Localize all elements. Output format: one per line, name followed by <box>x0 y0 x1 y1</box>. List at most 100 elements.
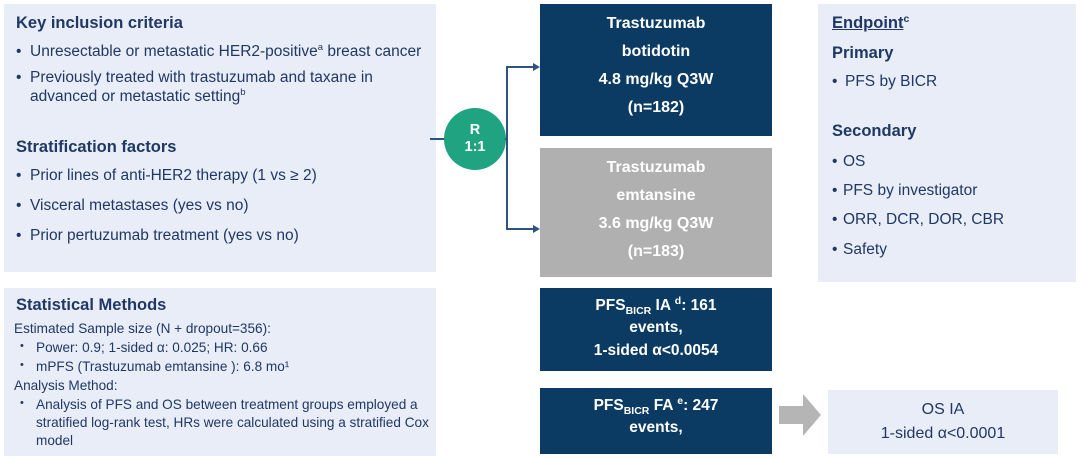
list-item-text: PFS by investigator <box>843 182 978 200</box>
arm-line: Trastuzumab <box>606 15 706 32</box>
bullet-glyph: • <box>832 153 838 170</box>
primary-endpoint-list: • PFS by BICR <box>832 72 1070 101</box>
arm-sample-size: (n=183) <box>627 243 685 260</box>
list-item-cont: breast cancer <box>323 43 422 60</box>
inclusion-criteria-list: • Unresectable or metastatic HER2-positi… <box>16 42 424 114</box>
os-interim-analysis-box: OS IA 1-sided α<0.0001 <box>828 390 1058 454</box>
key-inclusion-criteria-panel: Key inclusion criteria • Unresectable or… <box>4 4 436 272</box>
statistical-methods-body: Estimated Sample size (N + dropout=356):… <box>14 320 430 452</box>
randomization-ratio: 1:1 <box>464 139 486 155</box>
pfs-prefix: PFS <box>595 297 626 314</box>
bullet-glyph: • <box>20 340 24 353</box>
os-ia-title: OS IA <box>921 401 965 418</box>
list-item-text: Unresectable or metastatic HER2-positive… <box>30 42 424 61</box>
bullet-glyph: • <box>16 69 22 87</box>
endpoint-panel: Endpointc Primary • PFS by BICR Secondar… <box>818 4 1076 282</box>
pfs-analysis-title: PFSBICR IA d: 161 <box>595 294 717 318</box>
connector-line-in <box>430 138 446 140</box>
arm-line: emtansine <box>616 187 696 204</box>
connector-line-to-arm-a <box>506 66 534 68</box>
secondary-endpoint-list: • OS • PFS by investigator • ORR, DCR, D… <box>832 152 1070 269</box>
list-item-text: ORR, DCR, DOR, CBR <box>843 211 1005 229</box>
list-item-main: Previously treated with trastuzumab and … <box>30 69 373 106</box>
list-item-text: OS <box>843 153 866 170</box>
pfs-subscript: BICR <box>625 305 652 318</box>
pfs-prefix: PFS <box>593 397 624 414</box>
randomization-label: R <box>469 121 481 138</box>
pfs-event-count: : 161 <box>681 297 717 314</box>
bullet-glyph: • <box>832 211 838 229</box>
list-item: • Previously treated with trastuzumab an… <box>16 68 424 106</box>
arrowhead-icon <box>533 224 540 233</box>
treatment-arm-experimental: Trastuzumab botidotin 4.8 mg/kg Q3W (n=1… <box>540 4 772 136</box>
endpoint-heading-text: Endpoint <box>832 14 904 32</box>
stratification-factors-heading: Stratification factors <box>16 138 177 156</box>
connector-line-vertical <box>506 67 508 230</box>
list-item-text: PFS by BICR <box>845 73 938 90</box>
analysis-method-line: Analysis Method: <box>14 378 118 394</box>
arm-line: Trastuzumab <box>606 159 706 176</box>
footnote-marker-b: b <box>240 87 246 99</box>
pfs-analysis-title: PFSBICR FA e: 247 <box>593 394 719 418</box>
connector-line-to-arm-b <box>506 228 534 230</box>
bullet-glyph: • <box>16 43 22 60</box>
endpoint-heading: Endpointc <box>832 12 910 32</box>
list-item: • Visceral metastases (yes vs no) <box>16 196 424 215</box>
arm-line: botidotin <box>621 43 691 60</box>
sample-size-line: Estimated Sample size (N + dropout=356): <box>14 321 271 336</box>
pfs-subscript: BICR <box>623 405 650 418</box>
arm-sample-size: (n=182) <box>627 99 685 116</box>
list-item: • mPFS (Trastuzumab emtansine ): 6.8 mo¹ <box>14 358 430 376</box>
bullet-glyph: • <box>16 197 22 215</box>
pfs-alpha: 1-sided α<0.0054 <box>593 341 719 359</box>
stratification-factors-list: • Prior lines of anti-HER2 therapy (1 vs… <box>16 166 424 257</box>
list-item: • Prior pertuzumab treatment (yes vs no) <box>16 226 424 245</box>
list-item: • PFS by investigator <box>832 181 1070 200</box>
statistical-methods-heading: Statistical Methods <box>16 296 167 314</box>
arm-dose: 3.6 mg/kg Q3W <box>598 215 714 232</box>
list-item-text: Power: 0.9; 1-sided α: 0.025; HR: 0.66 <box>36 340 268 356</box>
pfs-event-count: : 247 <box>683 397 719 414</box>
arm-dose: 4.8 mg/kg Q3W <box>598 71 714 88</box>
statistical-methods-panel: Statistical Methods Estimated Sample siz… <box>4 288 436 456</box>
list-item-text: Previously treated with trastuzumab and … <box>30 68 424 106</box>
list-item-text: Safety <box>843 240 887 258</box>
footnote-marker-d: d <box>674 294 682 307</box>
pfs-suffix: FA <box>649 397 678 414</box>
list-item: • Prior lines of anti-HER2 therapy (1 vs… <box>16 166 424 185</box>
bullet-glyph: • <box>16 227 22 245</box>
list-item: • Safety <box>832 240 1070 259</box>
pfs-suffix: IA <box>651 297 675 314</box>
list-item-text: Prior pertuzumab treatment (yes vs no) <box>30 227 299 245</box>
bullet-glyph: • <box>832 73 838 90</box>
list-item-text: Analysis of PFS and OS between treatment… <box>36 397 429 449</box>
right-arrow-icon <box>779 394 821 436</box>
secondary-endpoint-heading: Secondary <box>832 122 917 140</box>
bullet-glyph: • <box>16 167 22 184</box>
arrowhead-icon <box>533 62 540 71</box>
list-item: • Power: 0.9; 1-sided α: 0.025; HR: 0.66 <box>14 339 430 357</box>
list-item: • Analysis of PFS and OS between treatme… <box>14 396 430 450</box>
pfs-interim-analysis-box: PFSBICR IA d: 161 events, 1-sided α<0.00… <box>540 288 772 371</box>
footnote-marker-e: e <box>677 394 684 407</box>
list-item-main: Unresectable or metastatic HER2-positive <box>30 43 318 60</box>
footnote-marker-a: a <box>317 41 324 53</box>
bullet-glyph: • <box>832 182 838 200</box>
bullet-glyph: • <box>20 397 24 410</box>
list-item: • ORR, DCR, DOR, CBR <box>832 210 1070 229</box>
list-item: • PFS by BICR <box>832 72 1070 91</box>
inclusion-criteria-heading: Key inclusion criteria <box>16 14 183 32</box>
bullet-glyph: • <box>832 240 838 258</box>
pfs-events-label: events, <box>629 419 683 437</box>
list-item-text: mPFS (Trastuzumab emtansine ): 6.8 mo¹ <box>36 359 290 375</box>
list-item: • OS <box>832 152 1070 171</box>
list-item: • Unresectable or metastatic HER2-positi… <box>16 42 424 61</box>
primary-endpoint-heading: Primary <box>832 44 894 62</box>
list-item-text: Visceral metastases (yes vs no) <box>30 197 249 215</box>
os-ia-alpha: 1-sided α<0.0001 <box>880 424 1006 442</box>
bullet-glyph: • <box>20 359 24 372</box>
pfs-final-analysis-box: PFSBICR FA e: 247 events, <box>540 388 772 454</box>
pfs-events-label: events, <box>629 319 683 337</box>
randomization-node: R 1:1 <box>444 108 506 170</box>
list-item-text: Prior lines of anti-HER2 therapy (1 vs ≥… <box>30 167 317 184</box>
